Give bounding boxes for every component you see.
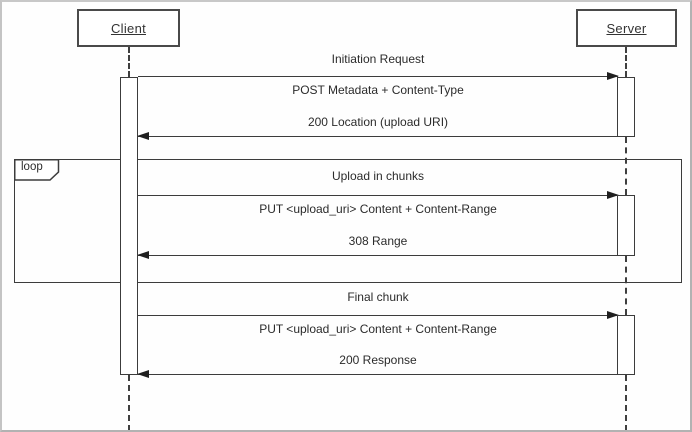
section-title-final: Final chunk [347, 290, 409, 304]
arrowhead-left-icon [137, 370, 149, 378]
arrowhead-right-icon [607, 191, 619, 199]
loop-fragment-label: loop [21, 161, 43, 173]
loop-fragment [14, 159, 682, 283]
message-box-chunks: PUT <upload_uri> Content + Content-Range… [137, 191, 619, 259]
server-lifeline [625, 375, 627, 430]
response-message: 200 Location (upload URI) [307, 115, 449, 129]
client-lifeline [128, 375, 130, 430]
request-message: PUT <upload_uri> Content + Content-Range [259, 322, 497, 336]
client-lifeline [128, 47, 130, 77]
arrowhead-right-icon [607, 72, 619, 80]
client-activation-bar [120, 77, 138, 375]
server-activation-bar [617, 195, 635, 256]
arrowhead-left-icon [137, 251, 149, 259]
actor-server-box: Server [576, 9, 677, 47]
server-activation-bar [617, 315, 635, 375]
server-activation-bar [617, 77, 635, 137]
server-lifeline [625, 47, 627, 77]
server-lifeline [625, 137, 627, 195]
request-message: PUT <upload_uri> Content + Content-Range [259, 202, 497, 216]
message-box-initiation: POST Metadata + Content-Type 200 Locatio… [137, 72, 619, 140]
request-message: POST Metadata + Content-Type [292, 83, 464, 97]
actor-client-box: Client [77, 9, 180, 47]
arrowhead-right-icon [607, 311, 619, 319]
message-box-final: PUT <upload_uri> Content + Content-Range… [137, 311, 619, 378]
section-title-chunks: Upload in chunks [331, 169, 425, 183]
response-message: 200 Response [339, 353, 417, 367]
server-lifeline [625, 256, 627, 315]
arrowhead-left-icon [137, 132, 149, 140]
actor-client-label: Client [110, 20, 147, 36]
response-message: 308 Range [348, 234, 408, 248]
section-title-initiation: Initiation Request [331, 52, 425, 66]
actor-server-label: Server [606, 20, 647, 36]
loop-fragment-tag [14, 159, 60, 181]
